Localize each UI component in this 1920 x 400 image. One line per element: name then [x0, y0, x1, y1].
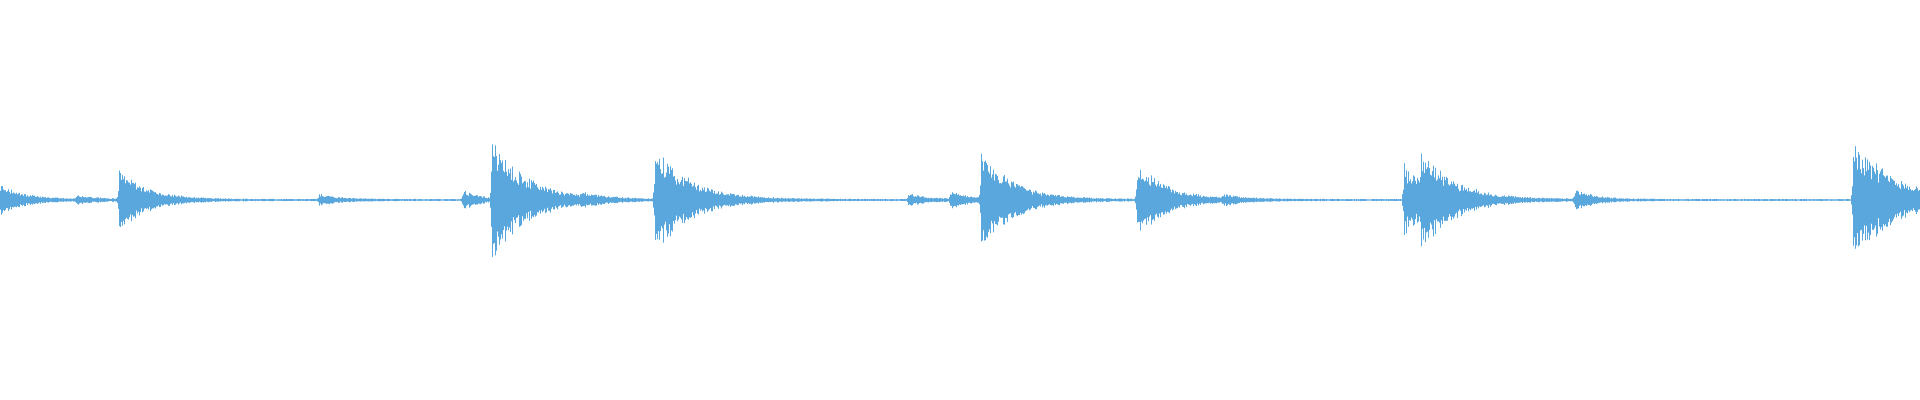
waveform-trace [0, 144, 1920, 257]
waveform-bars [0, 144, 1920, 257]
